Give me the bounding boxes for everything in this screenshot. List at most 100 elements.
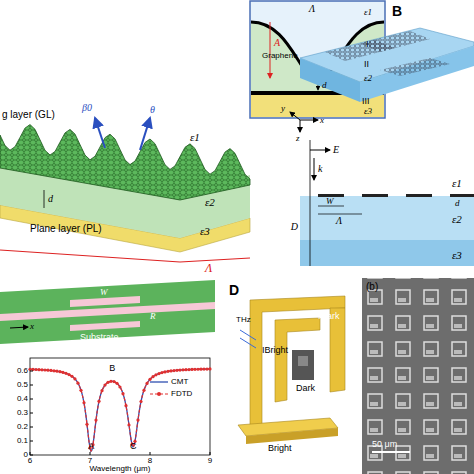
figure-label: W <box>326 197 334 206</box>
data-marker <box>163 370 166 373</box>
data-marker <box>106 381 109 384</box>
data-marker <box>109 380 112 383</box>
data-marker <box>145 382 148 385</box>
data-marker <box>148 378 151 381</box>
data-marker <box>205 367 208 370</box>
figure-label: x <box>30 322 34 331</box>
data-marker <box>55 370 58 373</box>
tick <box>30 385 33 386</box>
data-marker <box>193 368 196 371</box>
tick <box>30 427 33 428</box>
figure-label: IDark <box>318 312 340 321</box>
figure-label: ε1 <box>190 132 200 143</box>
data-marker <box>208 367 211 370</box>
figure-label: 0.4 <box>17 395 28 403</box>
data-marker <box>190 368 193 371</box>
data-marker <box>112 380 115 383</box>
figure-label: Plane layer (PL) <box>30 224 102 234</box>
data-marker <box>82 401 85 404</box>
data-marker <box>43 368 46 371</box>
data-marker <box>136 418 139 421</box>
data-marker <box>172 369 175 372</box>
data-marker <box>76 382 79 385</box>
figure-label: B <box>109 364 115 373</box>
data-marker <box>169 369 172 372</box>
tick <box>30 452 31 455</box>
data-marker <box>175 369 178 372</box>
figure-label: 0.6 <box>17 367 28 375</box>
data-marker <box>121 392 124 395</box>
data-marker <box>157 372 160 375</box>
tick <box>30 441 33 442</box>
data-marker <box>142 389 145 392</box>
figure-label: III <box>362 97 370 106</box>
data-marker <box>70 375 73 378</box>
figure-label: k <box>318 164 322 174</box>
data-marker <box>40 368 43 371</box>
figure-label: 0.3 <box>17 409 28 417</box>
figure-label: ε2 <box>205 197 215 208</box>
figure-label: C <box>130 442 137 451</box>
data-marker <box>37 368 40 371</box>
figure-label: R <box>150 312 156 321</box>
figure-label: 8 <box>148 457 152 465</box>
figure-label: E <box>333 145 339 155</box>
figure-label: 0.2 <box>17 423 28 431</box>
data-marker <box>124 404 127 407</box>
data-marker <box>28 368 31 371</box>
data-marker <box>58 370 61 373</box>
data-marker <box>49 369 52 372</box>
data-marker <box>34 368 37 371</box>
figure-label: ε2 <box>452 214 462 225</box>
tick <box>30 399 33 400</box>
data-marker <box>166 370 169 373</box>
figure-label: ε2 <box>364 74 372 83</box>
figure-label: x <box>320 116 324 125</box>
figure-label: Graphene <box>262 52 298 60</box>
figure-label: D <box>229 283 239 297</box>
figure-label: θ <box>150 105 155 115</box>
figure-label: 50 μm <box>372 440 397 449</box>
data-marker <box>79 389 82 392</box>
figure-label: Λ <box>336 216 342 226</box>
data-marker <box>154 373 157 376</box>
figure-label: 9 <box>208 457 212 465</box>
figure-label: Wavelength (μm) <box>90 465 151 473</box>
data-marker <box>178 368 181 371</box>
figure-label: Bright <box>268 444 292 453</box>
figure-label: 7 <box>88 457 92 465</box>
data-marker <box>46 369 49 372</box>
figure-label: II <box>364 60 369 69</box>
figure-label: 0.5 <box>17 381 28 389</box>
figure-label: A <box>274 38 280 48</box>
figure-label: Substrate <box>80 333 119 342</box>
data-marker <box>196 368 199 371</box>
data-marker <box>160 371 163 374</box>
data-marker <box>52 369 55 372</box>
figure-label: Λ <box>309 4 315 14</box>
figure-label: Λ <box>205 262 212 274</box>
tick <box>90 452 91 455</box>
figure-label: Dark <box>296 384 315 393</box>
data-marker <box>103 384 106 387</box>
figure-label: ε1 <box>452 178 462 189</box>
figure-label: ε3 <box>452 250 462 261</box>
tick <box>30 413 33 414</box>
data-marker <box>97 400 100 403</box>
figure-label: W <box>100 288 108 297</box>
data-marker <box>127 423 130 426</box>
legend-text: CMT <box>171 378 188 386</box>
tick <box>150 452 151 455</box>
figure-label: y <box>281 104 285 113</box>
data-marker <box>202 367 205 370</box>
figure-label: d <box>322 81 327 90</box>
figure-label: β0 <box>82 103 92 113</box>
data-marker <box>67 373 70 376</box>
data-marker <box>139 400 142 403</box>
data-marker <box>85 423 88 426</box>
data-marker <box>118 385 121 388</box>
figure-label: ε3 <box>364 107 372 116</box>
data-marker <box>151 375 154 378</box>
